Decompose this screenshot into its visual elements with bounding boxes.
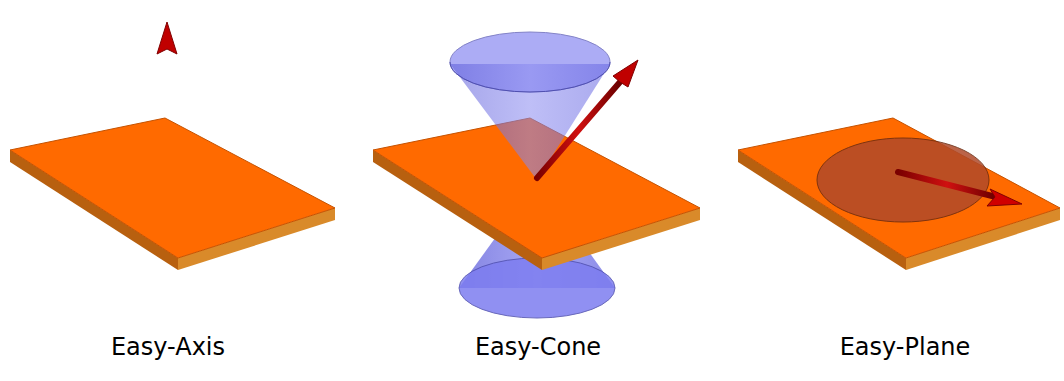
plate <box>10 118 335 270</box>
upper-cone <box>450 32 610 180</box>
caption-label: Easy-Plane <box>840 333 971 362</box>
spin-arrow <box>898 172 1022 206</box>
plate <box>738 118 1060 270</box>
spin-arrow <box>537 60 638 178</box>
spin-arrow <box>157 22 177 176</box>
caption-label: Easy-Cone <box>475 333 601 362</box>
caption-label: Easy-Axis <box>111 333 225 362</box>
